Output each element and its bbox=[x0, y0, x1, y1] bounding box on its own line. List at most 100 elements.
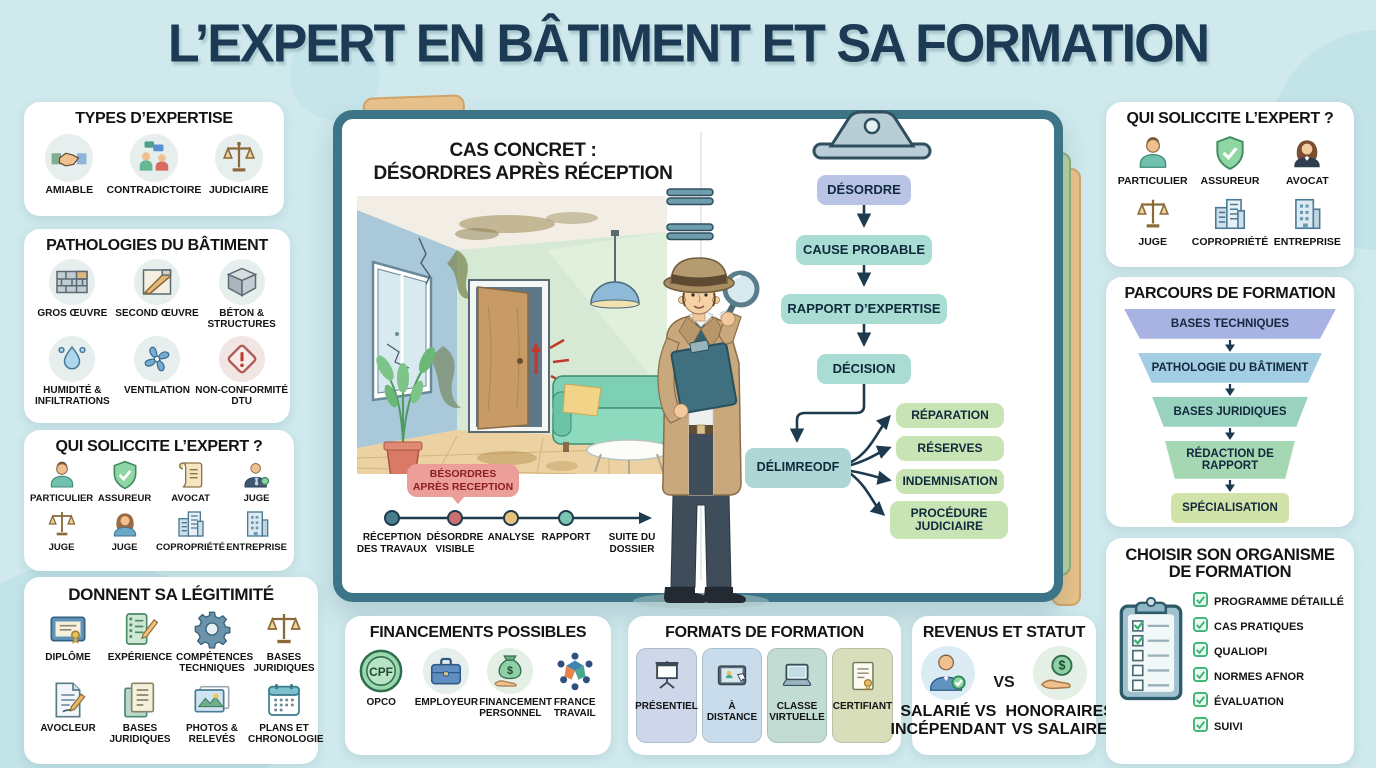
hand-coin-icon: $ bbox=[1032, 645, 1087, 700]
photo-icon bbox=[192, 680, 232, 720]
scales-icon bbox=[46, 508, 78, 540]
funnel-step: BASES JURIDIQUES bbox=[1152, 396, 1308, 427]
legitimacy-item: PHOTOS & RELEVÉS bbox=[176, 680, 248, 745]
timeline-step-label: RAPPORT bbox=[541, 532, 591, 543]
building-icon bbox=[1287, 194, 1327, 234]
checkbox-checked-icon bbox=[1193, 616, 1208, 637]
legitimacy-item: BASES JURIDIQUES bbox=[248, 609, 320, 674]
panel-title-line1: CHOISIR SON ORGANISME bbox=[1125, 546, 1335, 564]
timeline-step-label: ANALYSE bbox=[487, 532, 535, 543]
client-item: ENTREPRISE bbox=[226, 508, 287, 554]
item-label: CAS PRATIQUES bbox=[1214, 620, 1304, 633]
item-label: BASES JURIDIQUES bbox=[253, 651, 315, 675]
droplet-icon bbox=[49, 336, 96, 383]
item-label: PHOTOS & RELEVÉS bbox=[185, 723, 239, 746]
clipboard-check-icon bbox=[1118, 590, 1184, 713]
pathology-item: GROS ŒUVRE bbox=[31, 258, 113, 319]
expertise-item: JUDICIAIRE bbox=[209, 133, 268, 197]
format-tile: CLASSE VIRTUELLE bbox=[767, 647, 827, 743]
expertise-item: AMIABLE bbox=[45, 133, 94, 197]
diploma-icon bbox=[48, 609, 88, 649]
item-label: GROS ŒUVRE bbox=[37, 307, 108, 319]
checkbox-checked-icon bbox=[1193, 716, 1208, 737]
criteria-checklist: PROGRAMME DÉTAILLÉ CAS PRATIQUES QUALIOP… bbox=[1193, 590, 1344, 737]
client-item: JUGE bbox=[241, 459, 273, 505]
client-item: JUGE bbox=[46, 508, 78, 554]
funnel-step: BASES TECHNIQUES bbox=[1124, 308, 1336, 339]
flow-step-decision: DÉCISION bbox=[817, 354, 911, 384]
item-label: AVOCAT bbox=[171, 492, 210, 504]
item-label: FINANCEMENT PERSONNEL bbox=[479, 696, 553, 719]
item-label: NORMES AFNOR bbox=[1214, 670, 1305, 683]
funnel-step: PATHOLOGIE DU BÂTIMENT bbox=[1138, 352, 1322, 383]
item-label: CONTRADICTOIRE bbox=[106, 183, 202, 196]
binder-ring-icon bbox=[666, 188, 714, 206]
panel-financements: FINANCEMENTS POSSIBLES CPF OPCO EMPLOYEU… bbox=[345, 616, 611, 755]
timeline-dot bbox=[503, 510, 519, 526]
svg-text:$: $ bbox=[1058, 659, 1065, 673]
down-arrow-icon bbox=[1225, 383, 1235, 396]
item-label: JUGE bbox=[111, 542, 138, 554]
panel-revenus: REVENUS ET STATUT SALARIÉ VS INCÉPENDANT… bbox=[891, 616, 1114, 755]
notebook-pencil-icon bbox=[120, 609, 160, 649]
item-label: PROGRAMME DÉTAILLÉ bbox=[1214, 595, 1344, 608]
panel-title-line2: DE FORMATION bbox=[1168, 563, 1292, 582]
buildings-icon bbox=[1210, 194, 1250, 234]
building-icon bbox=[241, 508, 273, 540]
flowchart-connectors bbox=[789, 203, 892, 516]
item-label: FRANCE TRAVAIL bbox=[553, 696, 596, 719]
timeline-step-label: SUITE DU DOSSIER bbox=[608, 532, 656, 555]
client-item: PARTICULIER bbox=[30, 459, 93, 505]
timeline-axis bbox=[384, 510, 652, 526]
scroll-icon bbox=[175, 459, 207, 491]
panel-title: QUI SOLICCITE L’EXPERT ? bbox=[1126, 110, 1334, 127]
vs-label: VS bbox=[993, 674, 1015, 692]
item-label: DIPLÔME bbox=[45, 651, 91, 663]
checkbox-checked-icon bbox=[1193, 666, 1208, 687]
financement-item: CPF OPCO bbox=[350, 648, 412, 708]
woman-lawyer-icon bbox=[1287, 133, 1327, 173]
flow-side-box: DÉLIMREODF bbox=[745, 448, 851, 488]
financement-item: $ FINANCEMENT PERSONNEL bbox=[479, 647, 553, 719]
panel-formats: FORMATS DE FORMATION PRÉSENTIEL À DISTAN… bbox=[628, 616, 901, 755]
svg-text:$: $ bbox=[507, 665, 513, 677]
checklist-item: NORMES AFNOR bbox=[1193, 666, 1344, 687]
warning-diamond-icon bbox=[218, 336, 265, 383]
item-label: AVOCLEUR bbox=[40, 723, 96, 735]
timeline-step-label: RÉCEPTION DES TRAVAUX bbox=[356, 532, 428, 555]
case-title-line1: CAS CONCRET : bbox=[449, 140, 597, 161]
shield-check-icon bbox=[109, 459, 141, 491]
discussion-icon bbox=[129, 133, 178, 182]
tablet-icon bbox=[715, 659, 749, 693]
item-label: AMIABLE bbox=[45, 183, 94, 196]
item-label: EMPLOYEUR bbox=[414, 696, 479, 708]
documents-icon bbox=[120, 680, 160, 720]
case-timeline: BÉSORDRES APRÈS RECEPTION RÉCEPTION DES … bbox=[351, 462, 681, 582]
item-label: PARTICULIER bbox=[30, 492, 94, 504]
pathology-item: HUMIDITÉ & INFILTRATIONS bbox=[31, 336, 113, 407]
laptop-icon bbox=[780, 659, 814, 693]
formation-funnel: BASES TECHNIQUES PATHOLOGIE DU BÂTIMENT … bbox=[1106, 303, 1354, 523]
case-title-line2: DÉSORDRES APRÈS RÉCEPTION bbox=[373, 162, 673, 184]
flow-outcome: PROCÉDURE JUDICIAIRE bbox=[890, 501, 1008, 539]
pathology-item: SECOND ŒUVRE bbox=[115, 258, 199, 319]
person-check-icon bbox=[921, 645, 976, 700]
panel-title: FORMATS DE FORMATION bbox=[665, 624, 864, 641]
presentation-screen-icon bbox=[650, 659, 684, 693]
panel-title: CHOISIR SON ORGANISME DE FORMATION bbox=[1106, 538, 1354, 582]
expertise-item: CONTRADICTOIRE bbox=[106, 133, 202, 197]
document-pen-icon bbox=[48, 680, 88, 720]
panel-pathologies: PATHOLOGIES DU BÂTIMENT GROS ŒUVRE SECON… bbox=[24, 229, 290, 423]
damaged-room-illustration bbox=[356, 196, 672, 479]
callout-line1: BÉSORDRES bbox=[429, 468, 497, 480]
format-tile: CERTIFIANT bbox=[832, 647, 893, 743]
client-item: COPROPRIÉTÉ bbox=[1192, 194, 1268, 249]
legitimacy-item: DIPLÔME bbox=[32, 609, 104, 663]
renovation-icon bbox=[133, 258, 180, 305]
pathology-item: BÉTON & STRUCTURES bbox=[201, 258, 283, 330]
panel-title: PATHOLOGIES DU BÂTIMENT bbox=[46, 237, 268, 254]
client-item: PARTICULIER bbox=[1118, 133, 1188, 188]
client-item: ASSUREUR bbox=[98, 459, 151, 505]
timeline-callout: BÉSORDRES APRÈS RECEPTION bbox=[407, 464, 519, 505]
